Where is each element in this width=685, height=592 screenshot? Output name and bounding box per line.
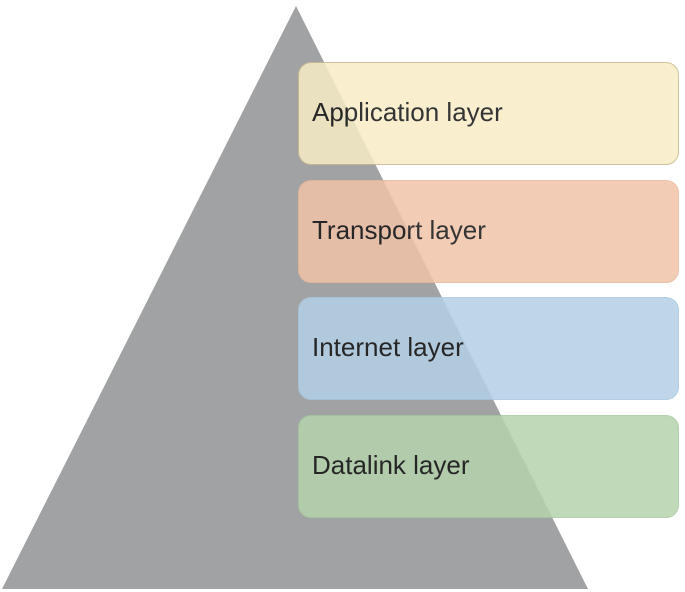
layer-label-application: Application layer [312, 97, 503, 127]
layer-label-transport: Transport layer [312, 215, 486, 245]
layer-label-datalink: Datalink layer [312, 450, 470, 480]
layer-box-transport: Transport layer [298, 180, 679, 283]
layer-box-internet: Internet layer [298, 297, 679, 400]
layer-label-internet: Internet layer [312, 332, 464, 362]
layer-box-datalink: Datalink layer [298, 415, 679, 518]
layer-box-application: Application layer [298, 62, 679, 165]
